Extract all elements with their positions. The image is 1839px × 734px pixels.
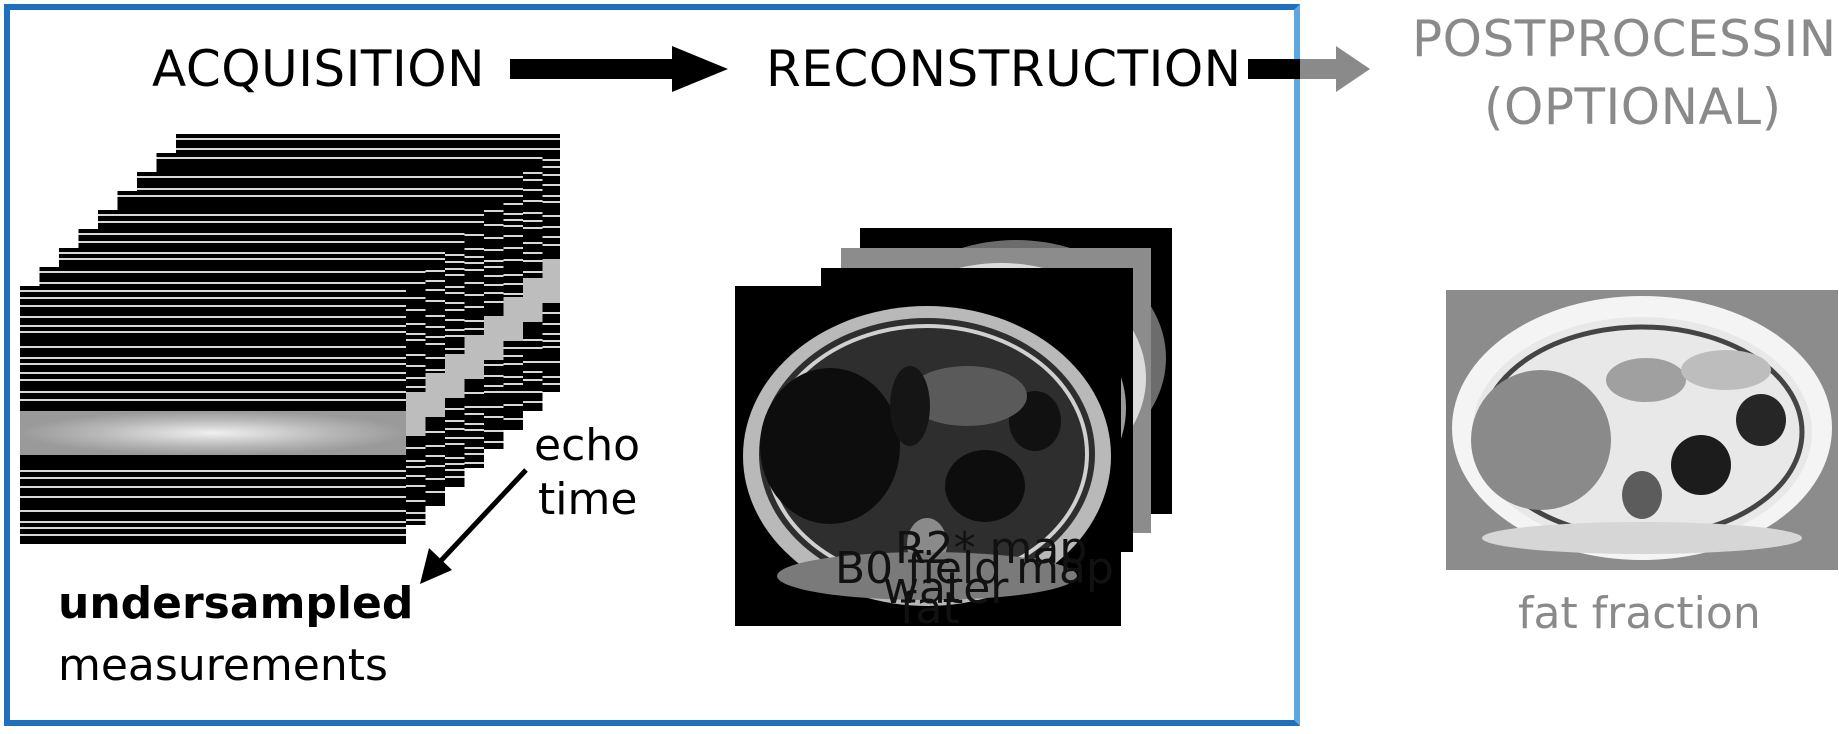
undersampled-label: undersampled [58, 578, 413, 629]
kspace-layer [20, 286, 406, 544]
fat-fraction-image [1446, 290, 1838, 570]
reconstruction-stack: R2* map B0 field map water fat [735, 228, 1185, 628]
fat-fraction-label: fat fraction [1518, 588, 1761, 639]
fat-label: fat [900, 583, 960, 634]
kspace-layers [20, 134, 560, 544]
time-label: time [538, 474, 637, 525]
arrow-reconstruction-to-postprocessing [1248, 46, 1370, 92]
echo-label: echo [534, 420, 640, 471]
kspace-stack [0, 0, 560, 600]
measurements-label: measurements [58, 640, 388, 691]
